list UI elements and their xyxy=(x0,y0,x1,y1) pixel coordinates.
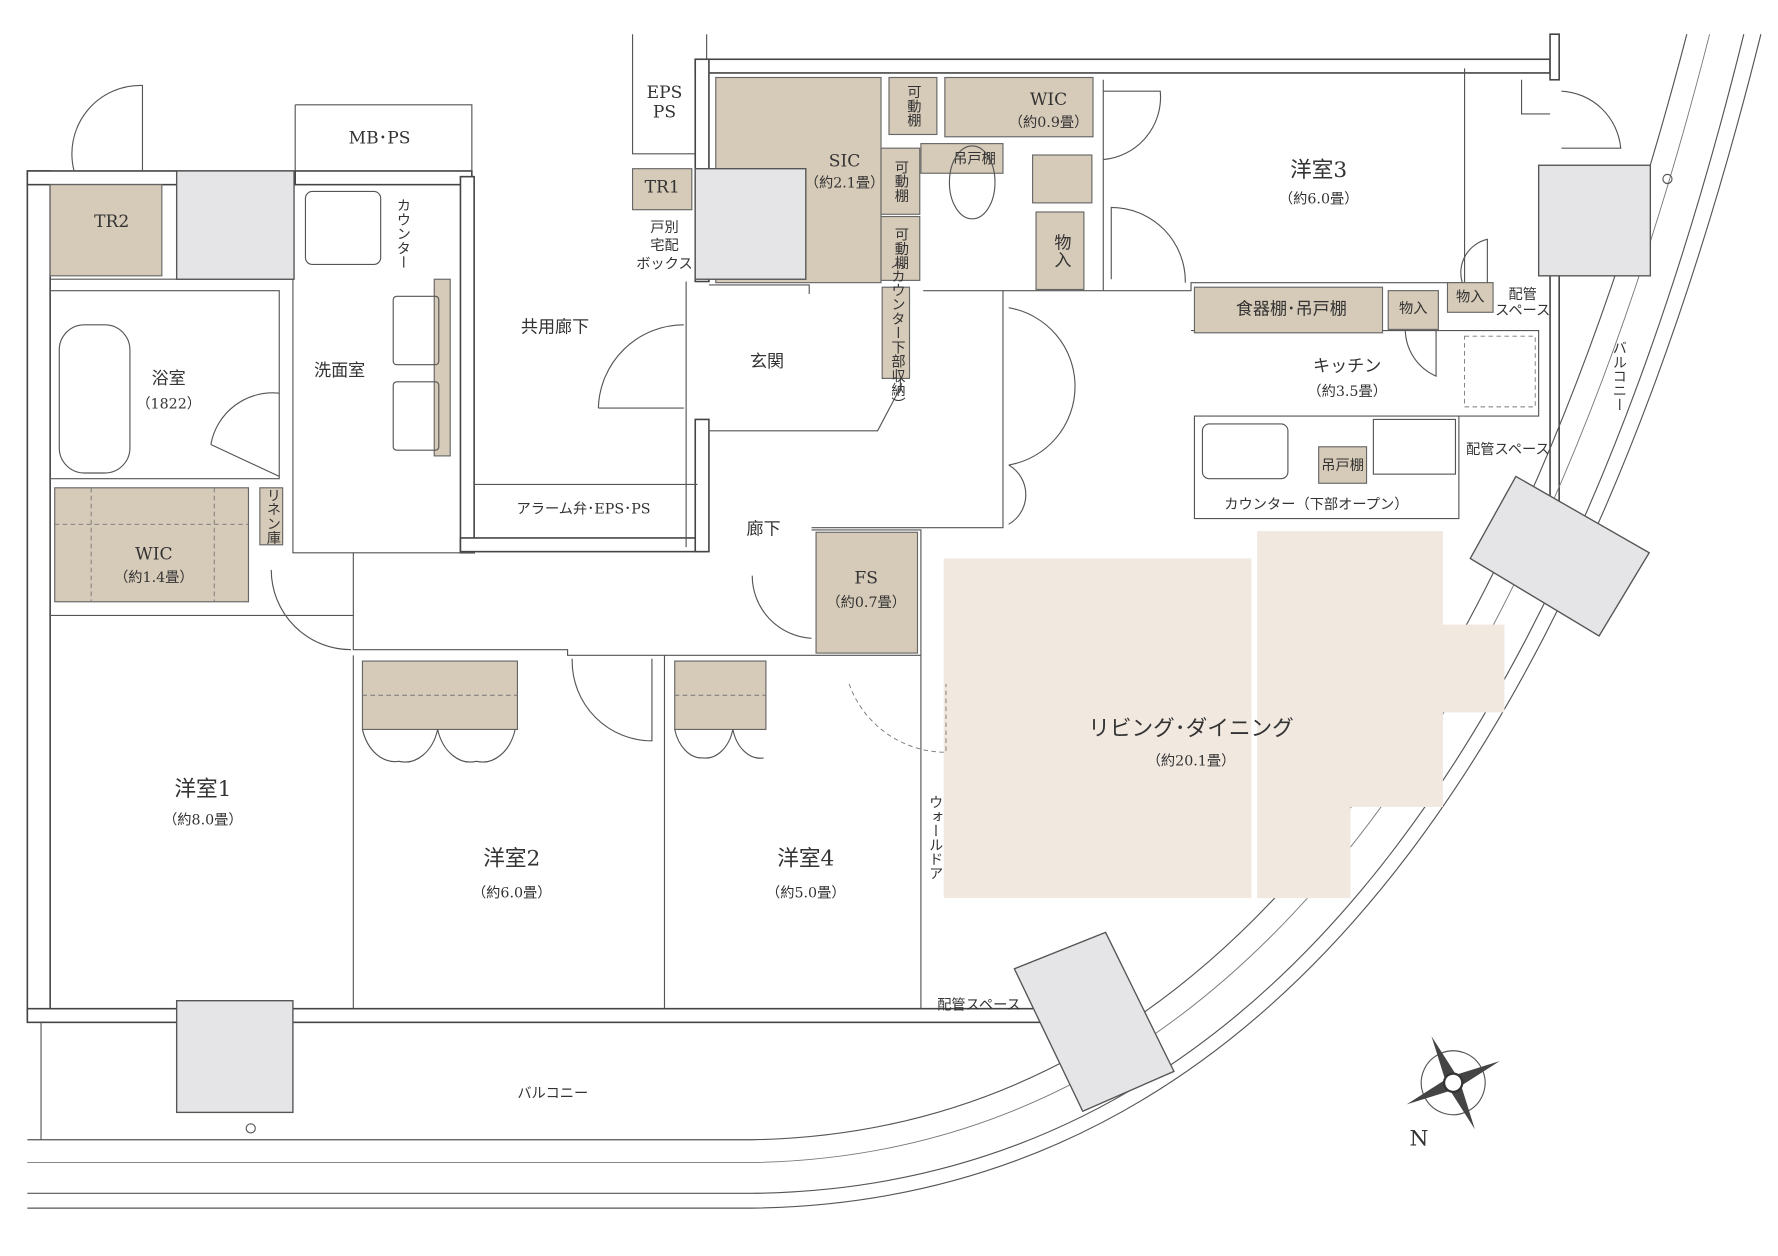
interior-walls xyxy=(50,34,1551,1009)
fs-size: （約0.7畳） xyxy=(826,594,906,611)
room3-label: 洋室3 xyxy=(1290,158,1347,183)
counter-wash-label: カウンター xyxy=(394,198,410,269)
room-labels: EPS PS MB･PS TR2 TR1 戸別 宅配 ボックス カウンター SI… xyxy=(94,83,1626,1102)
compass-north-label: N xyxy=(1410,1127,1429,1152)
bathtub-icon xyxy=(58,324,131,474)
tr1-label: TR1 xyxy=(645,178,680,198)
storage-2-label: 物入 xyxy=(1399,300,1427,317)
room3-size: （約6.0畳） xyxy=(1279,190,1359,207)
wic-small-label: WIC xyxy=(1030,90,1067,110)
door-tr2[interactable] xyxy=(71,84,144,172)
wic-small-size: （約0.9畳） xyxy=(1009,114,1089,131)
hanging-shelf-toilet-label: 吊戸棚 xyxy=(953,151,996,168)
sink-icon xyxy=(1201,423,1289,480)
entrance-label: 玄関 xyxy=(750,352,784,372)
room2-label: 洋室2 xyxy=(483,846,540,871)
kitchen-size: （約3.5畳） xyxy=(1307,383,1387,400)
door-fs[interactable] xyxy=(751,575,812,639)
piping-space-1-label-2: スペース xyxy=(1495,303,1550,319)
balcony-south-label: バルコニー xyxy=(517,1086,588,1102)
eps-ps-label-2: PS xyxy=(653,102,676,122)
wic-large-size: （約1.4畳） xyxy=(114,569,194,586)
stove-icon xyxy=(1372,418,1457,475)
fs-label: FS xyxy=(854,568,878,588)
room4-label: 洋室4 xyxy=(777,846,834,871)
cupboard-label: 食器棚･吊戸棚 xyxy=(1236,300,1347,320)
door-wic[interactable] xyxy=(1103,90,1162,161)
entrance-counter-label: （カウンター下部収納） xyxy=(889,254,905,411)
room2-size: （約6.0畳） xyxy=(472,885,552,902)
pipe-shafts xyxy=(175,164,1652,1114)
toilet-icon xyxy=(948,145,996,220)
door-bath[interactable] xyxy=(210,392,280,477)
storage-3-label: 物入 xyxy=(1456,288,1484,305)
room1-label: 洋室1 xyxy=(174,777,231,802)
common-corridor-label: 共用廊下 xyxy=(521,318,589,338)
room1-size: （約8.0畳） xyxy=(163,812,243,829)
door-room1[interactable] xyxy=(270,569,352,651)
washbasin-icon xyxy=(304,190,382,265)
door-room3[interactable] xyxy=(1110,206,1186,283)
living-dining-size: （約20.1畳） xyxy=(1147,752,1236,769)
linen-label: リネン庫 xyxy=(264,488,280,545)
delivery-box-label-3: ボックス xyxy=(636,255,693,272)
wic-large-label: WIC xyxy=(135,545,172,565)
wall-door-label: ウォールドア xyxy=(927,795,943,881)
tr2-label: TR2 xyxy=(94,212,129,232)
piping-space-3-label: 配管スペース xyxy=(937,996,1021,1013)
hallway-label: 廊下 xyxy=(747,519,781,539)
compass-icon xyxy=(1406,1036,1500,1130)
storage-1-label: 物入 xyxy=(1050,234,1071,268)
sic-label: SIC xyxy=(829,151,861,171)
door-room2[interactable] xyxy=(571,658,653,742)
door-kitchen-store[interactable] xyxy=(1404,330,1437,377)
door-balcony-east[interactable] xyxy=(1561,90,1622,149)
hanging-shelf-kitchen-label: 吊戸棚 xyxy=(1321,457,1364,474)
alarm-valve-label: アラーム弁･EPS･PS xyxy=(517,500,651,517)
door-room3-store[interactable] xyxy=(1460,238,1488,283)
washroom-label: 洗面室 xyxy=(314,361,365,381)
movable-shelf-label-3: 可動棚 xyxy=(892,227,908,270)
kitchen-label: キッチン xyxy=(1313,356,1381,376)
kitchen-counter-label: カウンター（下部オープン） xyxy=(1224,496,1408,513)
mb-ps-label: MB･PS xyxy=(349,129,411,149)
movable-shelf-label-2: 可動棚 xyxy=(892,160,908,203)
door-front[interactable] xyxy=(597,324,684,409)
living-dining-area xyxy=(943,531,1505,899)
piping-space-2-label: 配管スペース xyxy=(1466,441,1550,458)
storage-areas xyxy=(49,76,1494,731)
delivery-box-label: 戸別 xyxy=(650,219,678,236)
delivery-box-label-2: 宅配 xyxy=(650,237,678,254)
doors xyxy=(71,84,1622,763)
bathroom-size: （1822） xyxy=(136,396,201,413)
sic-size: （約2.1畳） xyxy=(805,175,885,192)
bathroom-label: 浴室 xyxy=(152,369,186,389)
room4-size: （約5.0畳） xyxy=(766,885,846,902)
fixtures xyxy=(58,145,1673,1134)
balcony-east-label: バルコニー xyxy=(1610,341,1626,412)
living-dining-label: リビング･ダイニング xyxy=(1088,716,1294,741)
eps-ps-label: EPS xyxy=(647,83,683,103)
movable-shelf-label: 可動棚 xyxy=(905,85,921,128)
door-hall[interactable] xyxy=(1008,307,1076,525)
piping-space-1-label: 配管 xyxy=(1508,286,1536,303)
